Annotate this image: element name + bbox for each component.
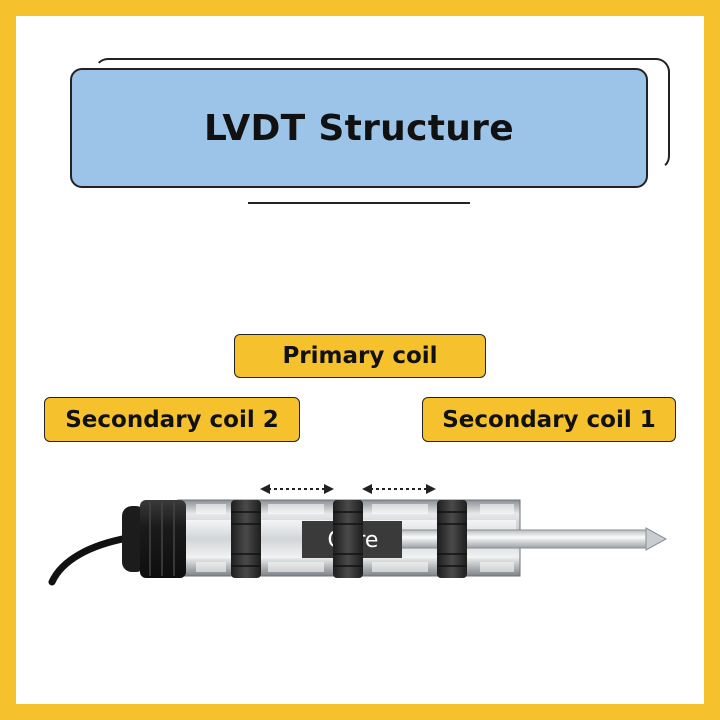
push-rod <box>399 529 647 549</box>
primary-coil <box>333 500 363 578</box>
title-box: LVDT Structure <box>70 68 648 188</box>
tube-slats <box>196 504 514 572</box>
title-underline <box>248 202 470 204</box>
label-primary-coil: Primary coil <box>234 334 486 378</box>
motion-arrow-right <box>362 484 436 494</box>
rod-tip <box>645 527 668 551</box>
cable <box>48 534 132 586</box>
label-secondary-coil-2: Secondary coil 2 <box>44 397 300 442</box>
label-secondary-coil-1: Secondary coil 1 <box>422 397 676 442</box>
page-title: LVDT Structure <box>204 107 514 149</box>
cable-gland <box>122 500 186 578</box>
motion-arrow-left <box>260 484 334 494</box>
secondary-coil-2 <box>231 500 261 578</box>
secondary-coil-1 <box>437 500 467 578</box>
title-shadow-outline <box>94 58 670 170</box>
